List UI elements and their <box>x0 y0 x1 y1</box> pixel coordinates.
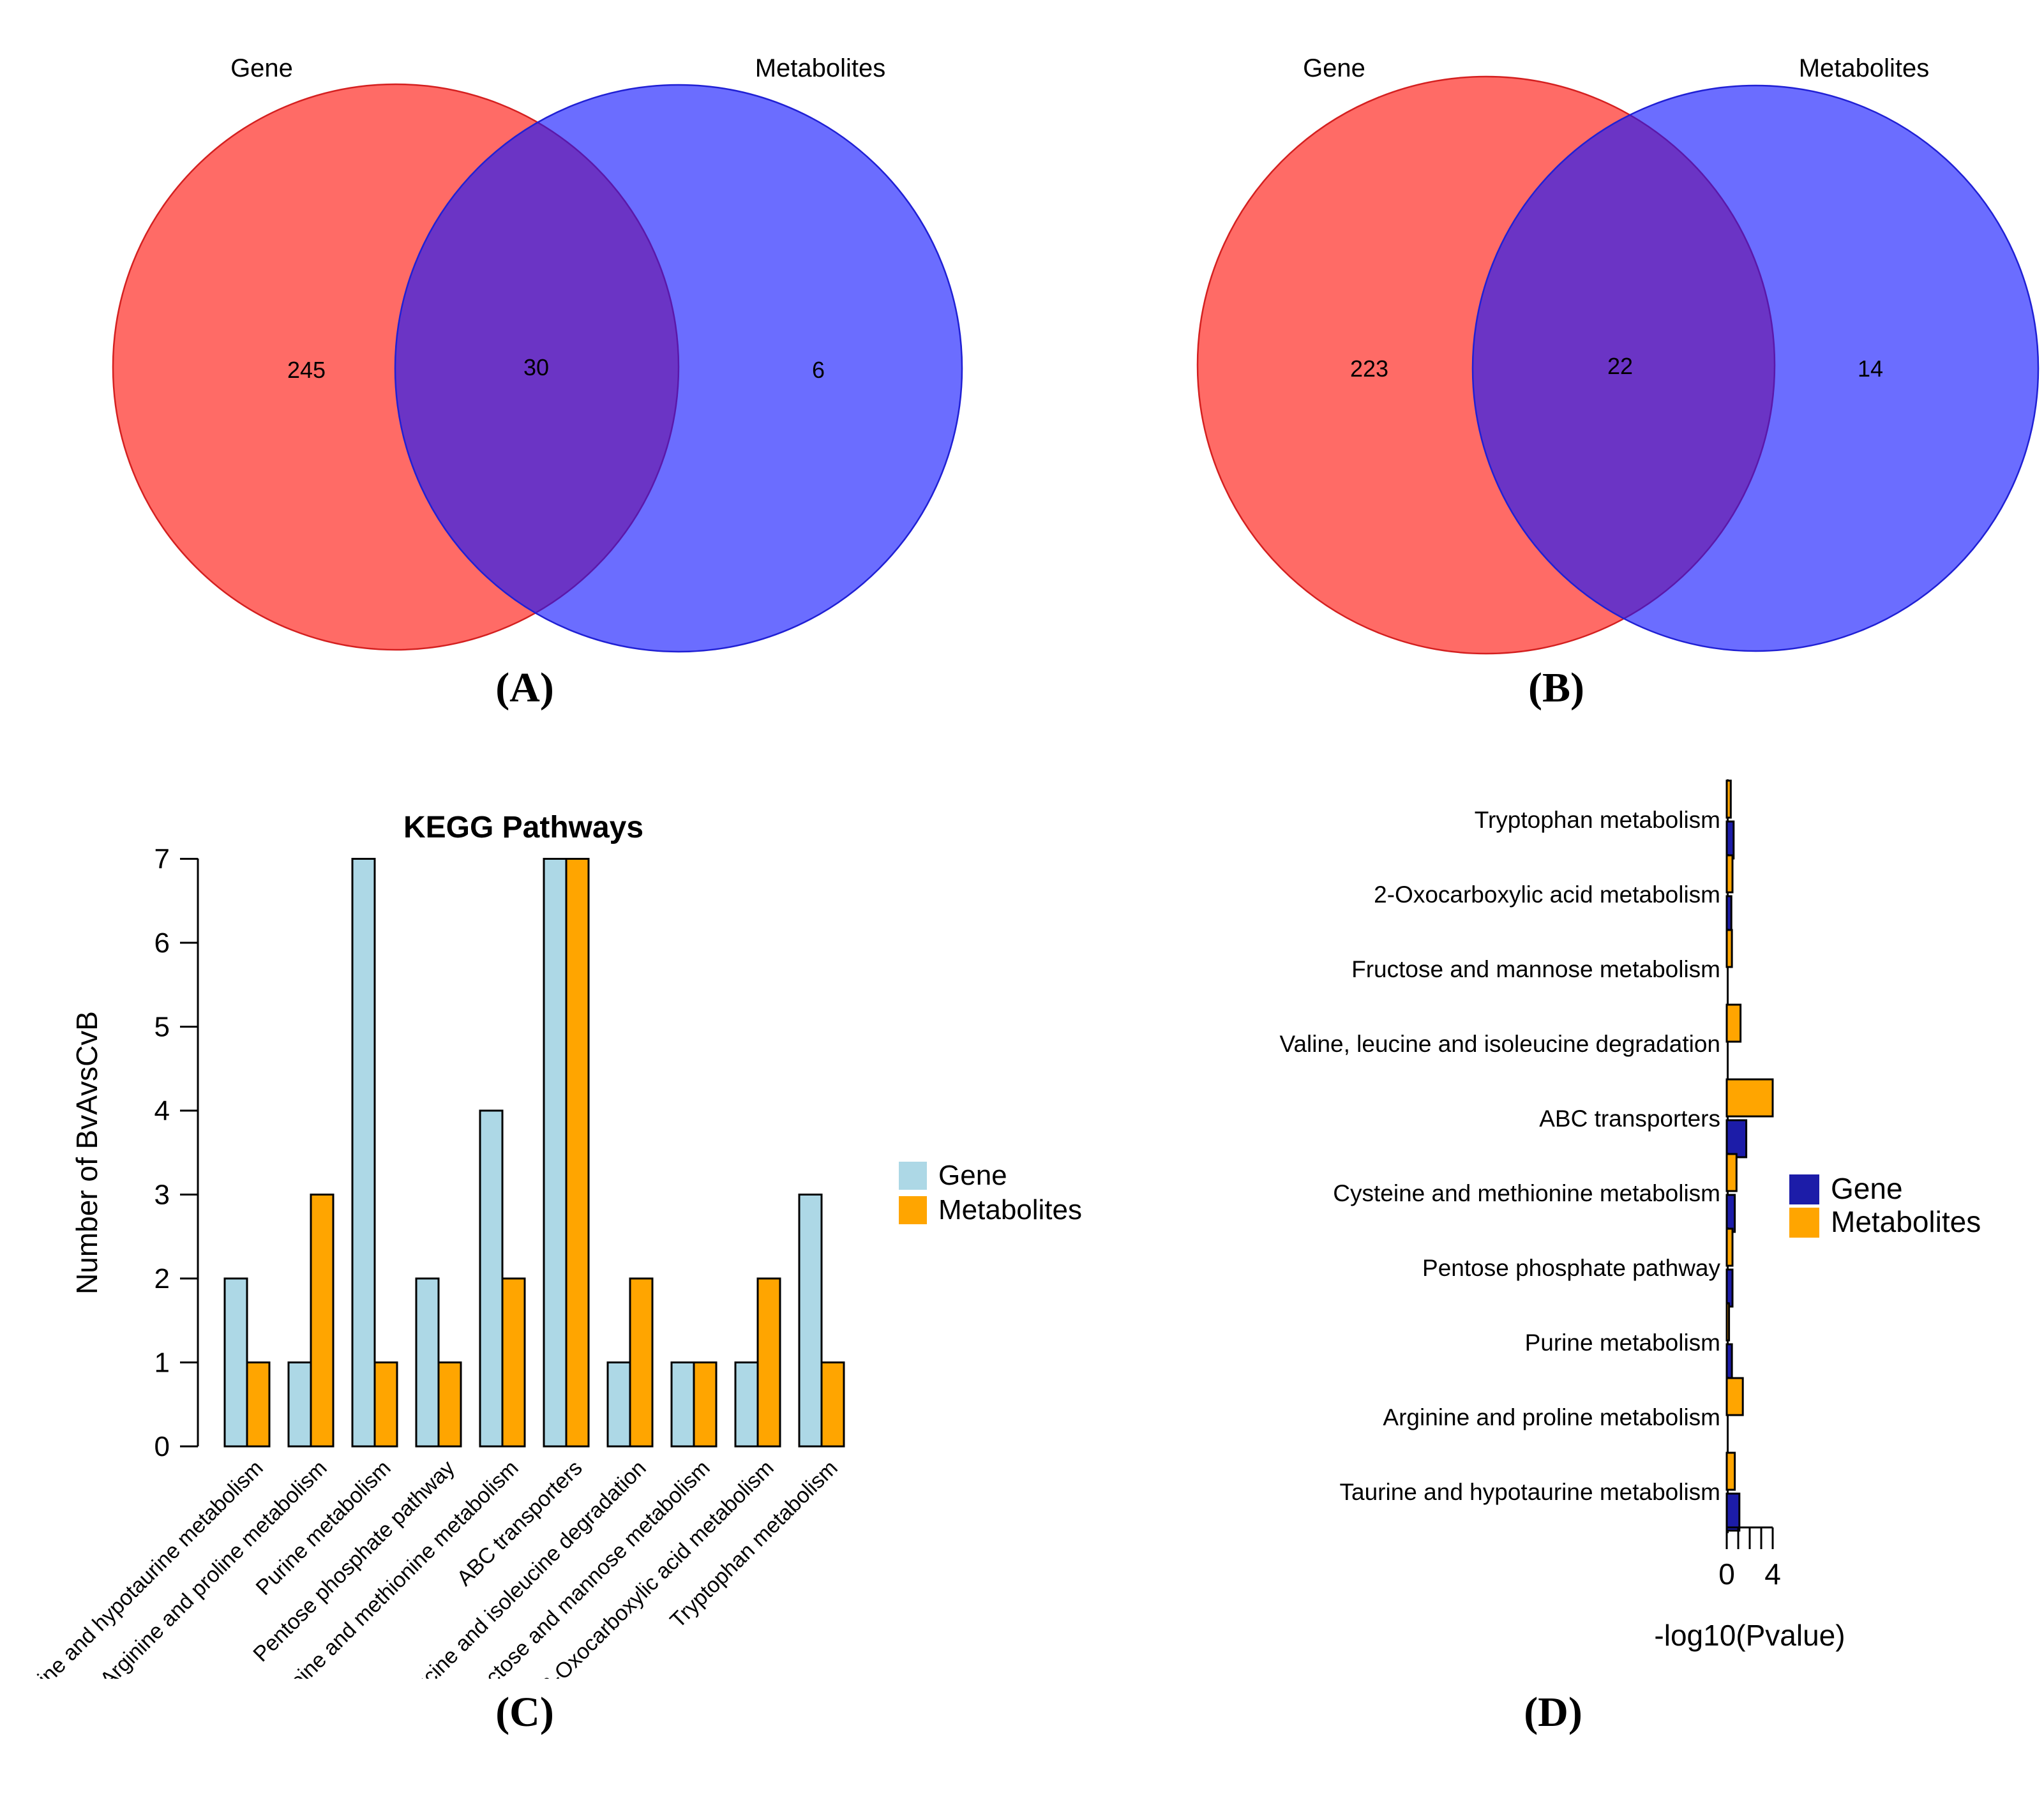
kegg-legend-gene-swatch <box>899 1162 927 1190</box>
caption-a: (A) <box>495 664 554 711</box>
venn-b-left-set-label: Gene <box>1303 54 1365 82</box>
venn-b-metabolites-circle <box>1471 84 2040 652</box>
kegg-metabolites-bar <box>310 1194 334 1448</box>
venn-a-gene-only-count: 245 <box>287 357 326 383</box>
pvalue-metabolites-bar <box>1725 1078 1774 1118</box>
pvalue-axis-tick-label: 4 <box>1764 1557 1781 1591</box>
pvalue-gene-bar <box>1725 1194 1736 1233</box>
pvalue-bar-groups: Tryptophan metabolism 2-Oxocarboxylic aci… <box>1280 779 1774 1533</box>
pvalue-metabolites-bar <box>1725 854 1734 894</box>
kegg-gene-bar <box>479 1109 504 1448</box>
kegg-metabolites-bar <box>756 1277 781 1448</box>
kegg-gene-bar <box>670 1361 695 1448</box>
kegg-legend: Gene Metabolites <box>899 1160 1082 1226</box>
venn-a-overlap-count: 30 <box>523 354 549 380</box>
kegg-legend-metabolites-label: Metabolites <box>938 1194 1082 1226</box>
pvalue-category-label: Pentose phosphate pathway <box>1422 1255 1720 1281</box>
pvalue-gene-bar <box>1725 1119 1748 1158</box>
kegg-y-tick-label: 1 <box>154 1347 170 1379</box>
kegg-legend-metabolites-swatch <box>899 1196 927 1224</box>
pvalue-gene-bar <box>1725 820 1735 860</box>
pvalue-gene-bar <box>1725 895 1732 934</box>
venn-b-right-set-label: Metabolites <box>1799 54 1930 82</box>
pvalue-metabolites-bar <box>1725 1302 1731 1342</box>
venn-a-right-set-label: Metabolites <box>755 54 886 82</box>
kegg-y-ticks: 0 1 2 3 4 5 6 7 <box>154 844 198 1462</box>
kegg-gene-bar <box>415 1277 440 1448</box>
kegg-metabolites-bar <box>565 858 590 1448</box>
pvalue-gene-bar <box>1725 1343 1733 1383</box>
pvalue-category-label: 2-Oxocarboxylic acid metabolism <box>1374 881 1720 908</box>
kegg-gene-bar <box>351 858 376 1448</box>
venn-a-metabolites-circle <box>394 84 963 653</box>
pvalue-metabolites-bar <box>1725 779 1732 819</box>
kegg-metabolites-bar <box>437 1361 462 1448</box>
pvalue-legend-gene-label: Gene <box>1831 1172 1903 1205</box>
kegg-y-tick-label: 5 <box>154 1012 170 1043</box>
pvalue-category-label: ABC transporters <box>1539 1106 1720 1132</box>
kegg-y-axis-title: Number of BvAvsCvB <box>70 1011 103 1294</box>
kegg-gene-bar <box>223 1277 248 1448</box>
kegg-bars <box>223 858 845 1448</box>
caption-c: (C) <box>495 1689 554 1736</box>
kegg-gene-bar <box>543 858 567 1448</box>
kegg-gene-bar <box>734 1361 759 1448</box>
pvalue-legend-metabolites-swatch <box>1789 1208 1819 1238</box>
pvalue-legend-metabolites-label: Metabolites <box>1831 1205 1981 1238</box>
pvalue-category-label: Fructose and mannose metabolism <box>1351 956 1720 982</box>
pvalue-metabolites-bar <box>1725 1377 1744 1416</box>
pvalue-category-label: Tryptophan metabolism <box>1475 807 1720 833</box>
venn-b-gene-only-count: 223 <box>1350 356 1388 382</box>
pvalue-x-axis-title: -log10(Pvalue) <box>1654 1619 1845 1652</box>
venn-b-overlap-count: 22 <box>1607 353 1633 379</box>
pvalue-metabolites-bar <box>1725 1003 1742 1043</box>
venn-a-left-set-label: Gene <box>230 54 293 82</box>
pvalue-metabolites-bar <box>1725 1451 1736 1491</box>
kegg-x-labels: Taurine and hypotaurine metabolismArgini… <box>3 1456 842 1679</box>
pvalue-metabolites-bar <box>1725 929 1733 968</box>
pvalue-gene-bar <box>1725 1268 1734 1308</box>
venn-b-metabolites-only-count: 14 <box>1858 356 1883 382</box>
kegg-metabolites-bar <box>373 1361 398 1448</box>
kegg-y-tick-label: 4 <box>154 1095 170 1127</box>
kegg-chart-title: KEGG Pathways <box>403 811 643 844</box>
kegg-metabolites-bar <box>693 1361 718 1448</box>
venn-a-panel: Gene Metabolites 245 30 6 <box>112 54 963 653</box>
kegg-metabolites-bar <box>820 1361 845 1448</box>
kegg-y-tick-label: 2 <box>154 1263 170 1294</box>
kegg-y-tick-label: 6 <box>154 927 170 959</box>
kegg-metabolites-bar <box>246 1361 271 1448</box>
pvalue-axis-tick-label: 0 <box>1718 1557 1735 1591</box>
pvalue-legend: Gene Metabolites <box>1789 1172 1981 1238</box>
venn-b-panel: Gene Metabolites 223 22 14 <box>1196 54 2040 655</box>
kegg-y-tick-label: 3 <box>154 1180 170 1211</box>
kegg-y-tick-label: 0 <box>154 1431 170 1462</box>
caption-d: (D) <box>1524 1689 1582 1736</box>
caption-b: (B) <box>1528 664 1584 711</box>
pvalue-metabolites-bar <box>1725 1227 1734 1267</box>
kegg-gene-bar <box>606 1361 631 1448</box>
pvalue-category-label: Arginine and proline metabolism <box>1383 1404 1720 1430</box>
kegg-y-tick-label: 7 <box>154 844 170 875</box>
pvalue-category-label: Cysteine and methionine metabolism <box>1333 1180 1720 1206</box>
pvalue-legend-gene-swatch <box>1789 1174 1819 1204</box>
kegg-metabolites-bar <box>629 1277 654 1448</box>
venn-a-metabolites-only-count: 6 <box>812 357 825 383</box>
kegg-metabolites-bar <box>501 1277 526 1448</box>
pvalue-gene-bar <box>1725 1492 1741 1532</box>
kegg-legend-gene-label: Gene <box>938 1160 1007 1191</box>
kegg-gene-bar <box>287 1361 312 1448</box>
pvalue-category-label: Purine metabolism <box>1525 1330 1720 1356</box>
kegg-bar-panel: KEGG Pathways Number of BvAvsCvB 0 1 2 3 4 5 6… <box>3 811 1082 1679</box>
pvalue-category-label: Taurine and hypotaurine metabolism <box>1340 1479 1720 1505</box>
pvalue-category-label: Valine, leucine and isoleucine degradati… <box>1280 1031 1720 1057</box>
kegg-gene-bar <box>798 1194 823 1448</box>
pvalue-metabolites-bar <box>1725 1153 1738 1192</box>
pvalue-bar-panel: Tryptophan metabolism 2-Oxocarboxylic aci… <box>1280 779 1981 1652</box>
